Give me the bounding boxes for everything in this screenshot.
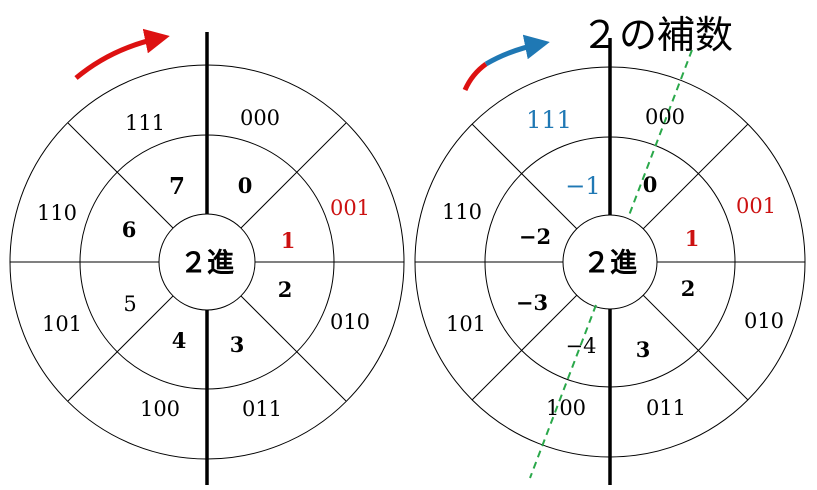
right-decimal-2: 2 <box>681 276 696 301</box>
left-binary-111: 111 <box>125 111 165 135</box>
right-binary-101: 101 <box>446 312 486 336</box>
left-binary-110: 110 <box>37 201 77 225</box>
left-binary-000: 000 <box>240 106 280 130</box>
right-decimal-1: 1 <box>685 226 700 251</box>
right-decimal-neg2: −2 <box>519 224 551 249</box>
left-decimal-7: 7 <box>169 173 185 200</box>
right-sign-divider-bottom <box>529 304 597 479</box>
right-binary-111: 111 <box>526 106 572 134</box>
left-center-label: ２進 <box>180 248 234 279</box>
left-decimal-3: 3 <box>230 332 245 357</box>
left-binary-101: 101 <box>42 312 82 336</box>
left-decimal-4: 4 <box>172 328 187 353</box>
left-binary-010: 010 <box>330 310 370 334</box>
right-binary-001: 001 <box>736 194 776 218</box>
right-sign-divider-top <box>627 49 693 219</box>
left-binary-100: 100 <box>140 397 180 421</box>
right-binary-011: 011 <box>646 396 686 420</box>
right-spokes <box>415 123 805 401</box>
left-decimal-2: 2 <box>278 277 293 302</box>
left-decimal-1: 1 <box>281 228 296 253</box>
right-wheel: ２進 000 001 010 011 100 101 110 111 0 1 2… <box>414 34 806 485</box>
left-decimal-0: 0 <box>238 173 253 198</box>
right-center-label: ２進 <box>583 248 637 279</box>
left-decimal-6: 6 <box>122 217 137 242</box>
diagram-title: ２の補数 <box>581 13 733 57</box>
left-binary-011: 011 <box>242 397 282 421</box>
left-decimal-5: 5 <box>123 292 136 316</box>
right-binary-100: 100 <box>546 396 586 420</box>
right-rotation-arrow-red <box>462 61 488 92</box>
right-rotation-arrow-blue <box>484 34 550 67</box>
left-spokes <box>10 122 404 402</box>
right-decimal-neg3: −3 <box>516 290 548 315</box>
left-binary-001: 001 <box>330 196 370 220</box>
right-binary-000: 000 <box>645 105 685 129</box>
left-rotation-arrow <box>74 28 170 80</box>
right-binary-010: 010 <box>744 309 784 333</box>
right-decimal-neg1: −1 <box>565 172 600 200</box>
left-wheel: ２進 000 001 010 011 100 101 110 111 0 1 2… <box>9 28 405 485</box>
right-decimal-3: 3 <box>636 337 651 362</box>
right-decimal-0: 0 <box>643 172 658 197</box>
right-binary-110: 110 <box>442 200 482 224</box>
right-decimal-neg4: −4 <box>566 334 597 358</box>
